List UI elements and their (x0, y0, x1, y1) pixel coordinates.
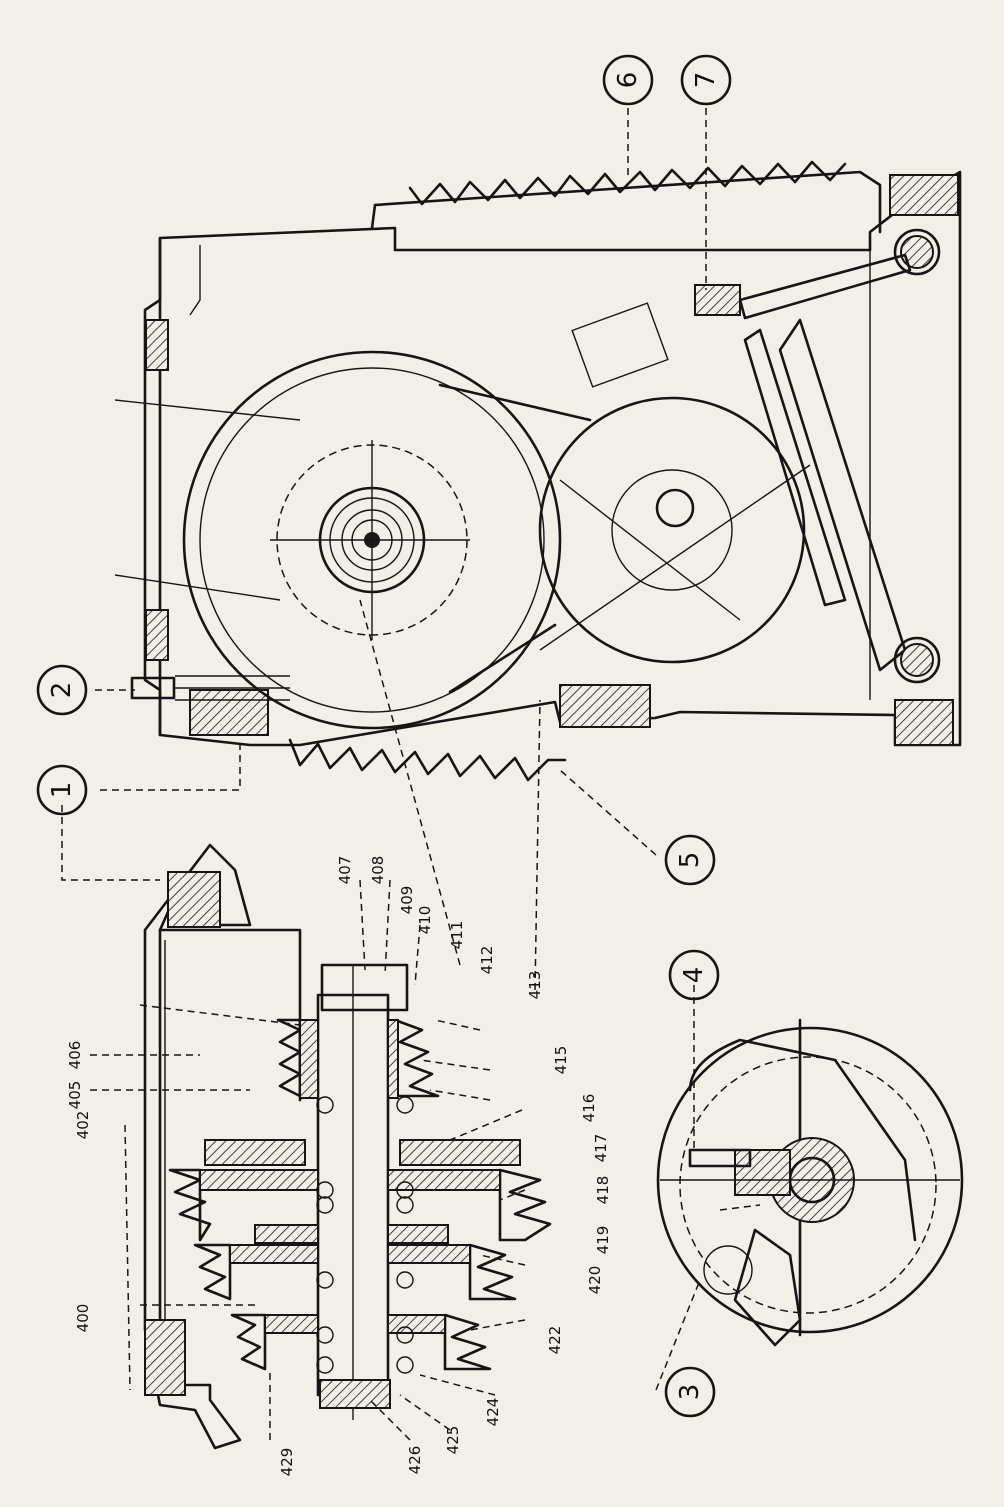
svg-text:5: 5 (675, 852, 705, 869)
bolt-2 (130, 675, 290, 701)
part-406: 406 (66, 1041, 84, 1070)
motor-pulley (538, 302, 806, 664)
part-424: 424 (484, 1398, 502, 1427)
callout-6: 6 (602, 54, 654, 106)
part-415: 415 (552, 1046, 570, 1075)
bearings (316, 1096, 414, 1374)
tension-arm (694, 228, 941, 684)
cam-detail (656, 1018, 964, 1347)
part-408: 408 (369, 856, 387, 885)
part-417: 417 (592, 1134, 610, 1163)
part-422: 422 (546, 1326, 564, 1355)
callout-7: 7 (680, 54, 732, 106)
part-419: 419 (594, 1226, 612, 1255)
part-418: 418 (594, 1176, 612, 1205)
part-402: 402 (74, 1111, 92, 1140)
part-labels: 400 402 405 406 407 408 409 410 411 412 … (66, 856, 612, 1477)
svg-text:2: 2 (47, 682, 77, 699)
part-425: 425 (444, 1426, 462, 1455)
svg-text:7: 7 (691, 72, 721, 89)
part-410: 410 (416, 906, 434, 935)
callouts: 1 2 3 4 5 6 7 (36, 54, 732, 1418)
callout-4: 4 (668, 949, 720, 1001)
leader-lines (61, 108, 761, 1441)
part-409: 409 (398, 886, 416, 915)
housing-side-view (114, 160, 962, 782)
part-426: 426 (406, 1446, 424, 1475)
svg-text:6: 6 (613, 72, 643, 89)
part-405: 405 (66, 1081, 84, 1110)
callout-5: 5 (664, 834, 716, 886)
part-420: 420 (586, 1266, 604, 1295)
pulley-420 (193, 1243, 517, 1301)
cooling-fins-left (288, 738, 567, 782)
callout-3: 3 (664, 1366, 716, 1418)
part-413: 413 (526, 971, 544, 1000)
main-pulley (182, 350, 562, 730)
part-407: 407 (336, 856, 354, 885)
svg-text:4: 4 (679, 967, 709, 984)
part-400: 400 (74, 1304, 92, 1333)
part-416: 416 (580, 1094, 598, 1123)
part-412: 412 (478, 946, 496, 975)
shaft-section-view (143, 843, 552, 1450)
part-411: 411 (448, 921, 466, 950)
callout-1: 1 (36, 764, 88, 816)
svg-text:1: 1 (47, 782, 77, 799)
pulley-412 (276, 1018, 440, 1099)
cooling-fins-right (408, 160, 847, 206)
pulley-422 (230, 1313, 492, 1371)
callout-2: 2 (36, 664, 88, 716)
part-429: 429 (278, 1448, 296, 1477)
svg-text:3: 3 (675, 1384, 705, 1401)
pulley-418 (168, 1168, 552, 1242)
